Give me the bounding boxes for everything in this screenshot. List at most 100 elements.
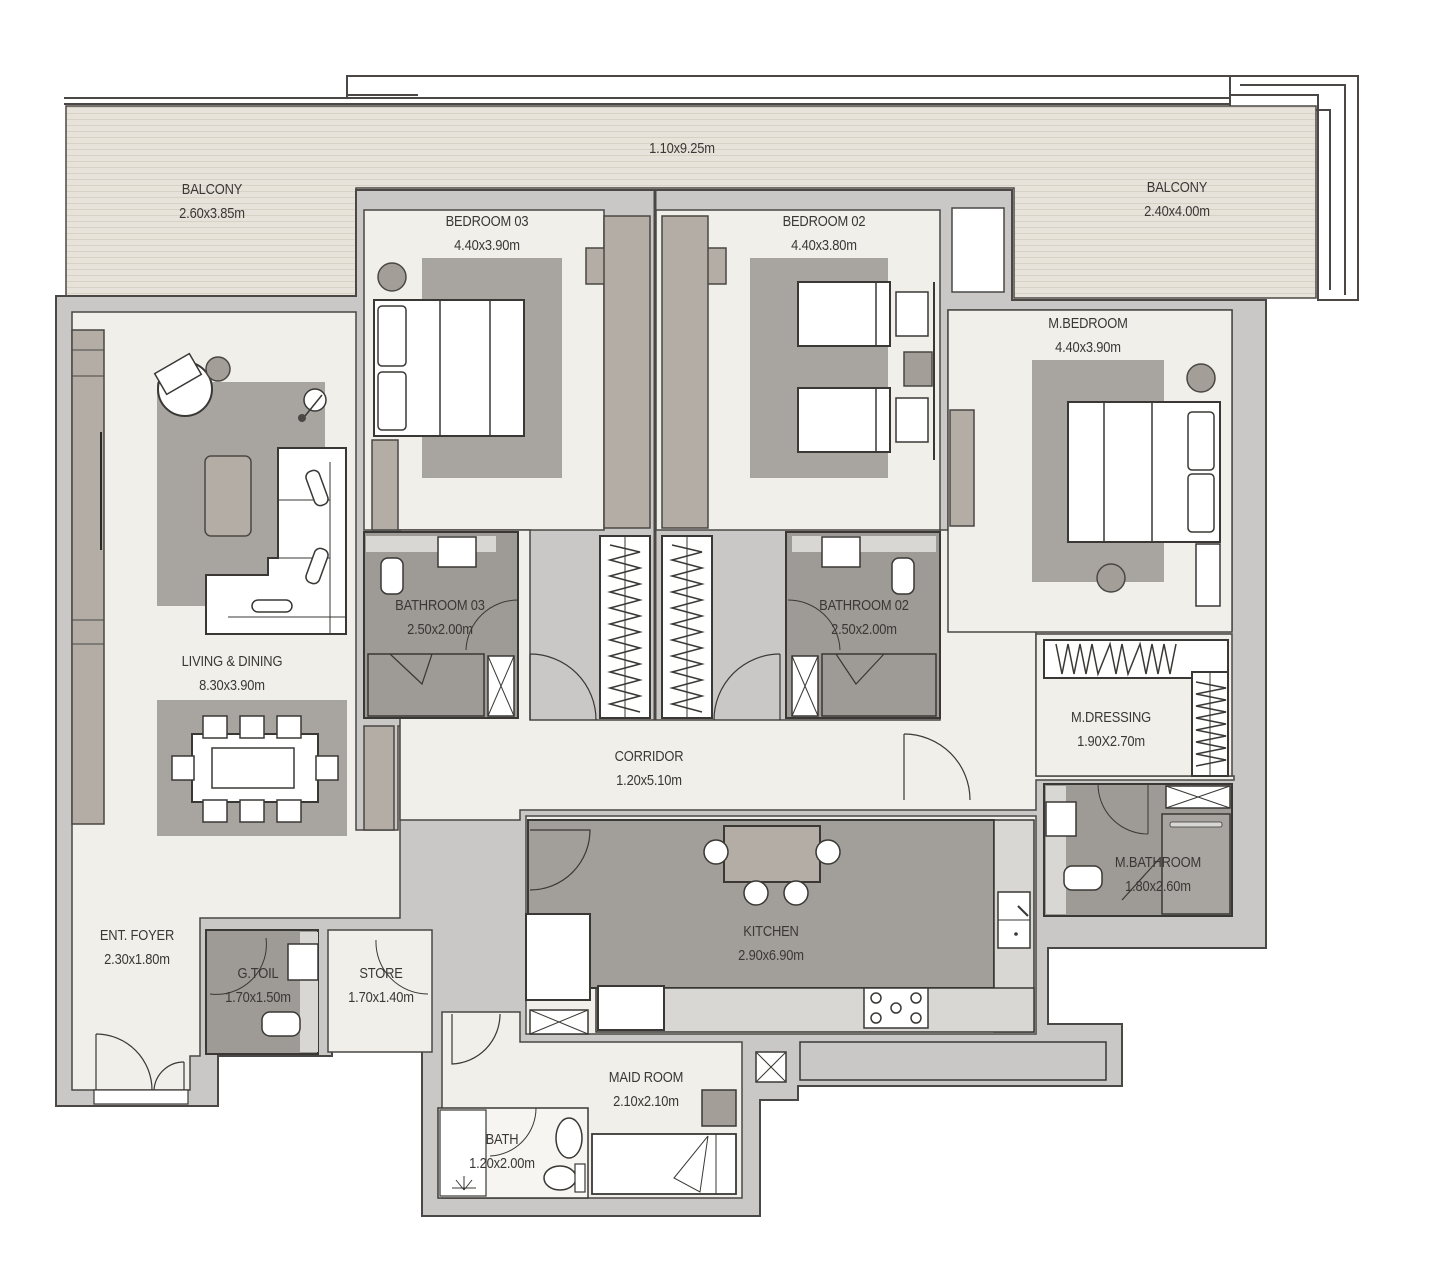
room-name: M.DRESSING: [1071, 709, 1151, 726]
label-master-bathroom: M.BATHROOM 1.80x2.60m: [1115, 851, 1201, 899]
door-swings: [529, 653, 971, 801]
pillow: [1187, 411, 1215, 471]
room-dims: 2.10x2.10m: [613, 1093, 679, 1110]
sectional-sofa: [205, 447, 347, 635]
room-name: G.TOIL: [237, 965, 279, 982]
guest-toilet-fixtures: [205, 929, 319, 1055]
toilet: [891, 557, 915, 595]
room-name: ENT. FOYER: [99, 927, 175, 944]
dining-chairs: [171, 715, 339, 823]
room-dims: 2.90x6.90m: [738, 947, 804, 964]
kitchen-fixtures: [525, 819, 1035, 1035]
bathroom-02-fixtures: [785, 531, 941, 719]
room-name: BATHROOM 02: [819, 597, 909, 614]
room-name: M.BATHROOM: [1114, 854, 1202, 871]
room-name: STORE: [359, 965, 403, 982]
toilet: [380, 557, 404, 595]
nightstand: [903, 351, 933, 387]
label-maid-bath: BATH 1.20x2.00m: [469, 1128, 535, 1176]
side-table: [377, 262, 407, 292]
bed-2: [797, 387, 891, 453]
side-table: [1096, 563, 1126, 593]
room-name: MAID ROOM: [608, 1069, 684, 1086]
room-dims: 2.30x1.80m: [104, 951, 170, 968]
room-name: BALCONY: [181, 181, 243, 198]
label-kitchen: KITCHEN 2.90x6.90m: [738, 920, 804, 968]
room-dims: 1.70x1.40m: [348, 989, 414, 1006]
label-entrance-foyer: ENT. FOYER 2.30x1.80m: [100, 924, 174, 972]
room-dims: 1.20x2.00m: [469, 1155, 535, 1172]
label-balcony-top-strip: 1.10x9.25m: [649, 137, 715, 161]
master-dressing-fixtures: [1043, 639, 1229, 777]
sideboard: [363, 725, 395, 831]
room-dims: 1.10x9.25m: [649, 140, 715, 157]
wall-cabinet: [71, 329, 105, 825]
room-dims: 4.40x3.80m: [791, 237, 857, 254]
master-bedroom-furniture: [949, 360, 1221, 607]
room-dims: 4.40x3.90m: [454, 237, 520, 254]
balcony-railing: [64, 75, 1359, 301]
living-furniture: [71, 329, 395, 836]
kitchen-stools: [703, 839, 841, 906]
pillow: [377, 371, 407, 431]
room-name: LIVING & DINING: [181, 653, 283, 670]
sink: [437, 536, 477, 568]
tv-unit: [949, 409, 975, 527]
toilet: [1063, 865, 1103, 891]
label-bedroom-02: BEDROOM 02 4.40x3.80m: [783, 210, 866, 258]
bedroom-02-furniture: [750, 258, 935, 478]
oven: [597, 985, 665, 1031]
pillow: [1187, 473, 1215, 533]
label-bedroom-03: BEDROOM 03 4.40x3.90m: [446, 210, 529, 258]
room-dims: 2.60x3.85m: [179, 205, 245, 222]
pillow: [895, 397, 929, 443]
label-corridor: CORRIDOR 1.20x5.10m: [615, 745, 684, 793]
room-dims: 1.80x2.60m: [1125, 878, 1191, 895]
label-bathroom-02: BATHROOM 02 2.50x2.00m: [819, 594, 909, 642]
label-master-dressing: M.DRESSING 1.90X2.70m: [1071, 706, 1151, 754]
label-living-dining: LIVING & DINING 8.30x3.90m: [182, 650, 283, 698]
central-wardrobes: [585, 190, 727, 720]
room-name: CORRIDOR: [614, 748, 684, 765]
side-table: [205, 356, 231, 382]
label-balcony-left: BALCONY 2.60x3.85m: [179, 178, 245, 226]
store-door: [375, 939, 429, 995]
room-dims: 4.40x3.90m: [1055, 339, 1121, 356]
label-guest-toilet: G.TOIL 1.70x1.50m: [225, 962, 291, 1010]
sink: [821, 536, 861, 568]
entrance-door: [93, 1033, 189, 1105]
room-name: M.BEDROOM: [1048, 315, 1128, 332]
bed: [591, 1133, 737, 1195]
label-bathroom-03: BATHROOM 03 2.50x2.00m: [395, 594, 485, 642]
shower: [821, 653, 937, 717]
pillow: [895, 291, 929, 337]
pillow: [377, 305, 407, 367]
nightstand: [701, 1089, 737, 1127]
sink: [287, 943, 319, 981]
room-dims: 1.20x5.10m: [616, 772, 682, 789]
bench: [1195, 543, 1221, 607]
room-name: BATH: [485, 1131, 519, 1148]
shower: [1161, 813, 1231, 915]
room-dims: 1.90X2.70m: [1077, 733, 1145, 750]
bed-1: [797, 281, 891, 347]
coffee-table: [204, 455, 252, 537]
master-bathroom-fixtures: [1043, 783, 1233, 917]
service-shaft: [951, 207, 1005, 293]
label-maid-room: MAID ROOM 2.10x2.10m: [608, 1066, 684, 1114]
shower: [367, 653, 485, 717]
room-dims: 2.40x4.00m: [1144, 203, 1210, 220]
toilet: [261, 1011, 301, 1037]
room-dims: 1.70x1.50m: [225, 989, 291, 1006]
label-balcony-right: BALCONY 2.40x4.00m: [1144, 176, 1210, 224]
sink: [1045, 801, 1077, 837]
room-name: KITCHEN: [743, 923, 799, 940]
bathroom-03-fixtures: [363, 531, 519, 719]
room-name: BEDROOM 02: [782, 213, 866, 230]
dining-table: [723, 825, 821, 883]
room-dims: 2.50x2.00m: [831, 621, 897, 638]
room-dims: 2.50x2.00m: [407, 621, 473, 638]
room-dims: 8.30x3.90m: [199, 677, 265, 694]
cooktop: [863, 987, 929, 1029]
